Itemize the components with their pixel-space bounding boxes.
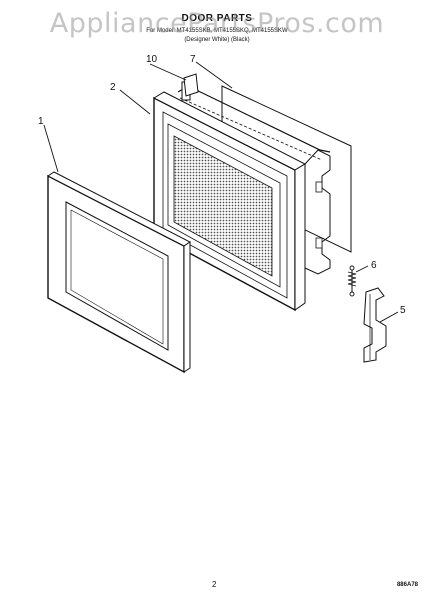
callout-6: 6 xyxy=(371,260,377,271)
model-subtitle: For Model: MT4155SKB, MT4155SKQ, MT4155S… xyxy=(146,28,288,34)
part-6-spring xyxy=(347,265,357,297)
callout-1: 1 xyxy=(38,116,44,127)
diagram-title: DOOR PARTS xyxy=(181,13,253,24)
page-number: 2 xyxy=(212,580,217,589)
color-subtitle: (Designer White) (Black) xyxy=(184,37,250,43)
document-code: 886A78 xyxy=(396,582,418,588)
callout-7: 7 xyxy=(190,54,196,65)
callout-5: 5 xyxy=(400,305,406,316)
part-2-door-frame xyxy=(152,81,331,312)
part-1-outer-door xyxy=(47,171,191,374)
part-5-latch xyxy=(363,287,387,363)
part-10-hinge xyxy=(183,73,199,97)
leader-lines xyxy=(43,61,399,323)
callout-10: 10 xyxy=(146,54,158,65)
callout-2: 2 xyxy=(110,82,116,93)
